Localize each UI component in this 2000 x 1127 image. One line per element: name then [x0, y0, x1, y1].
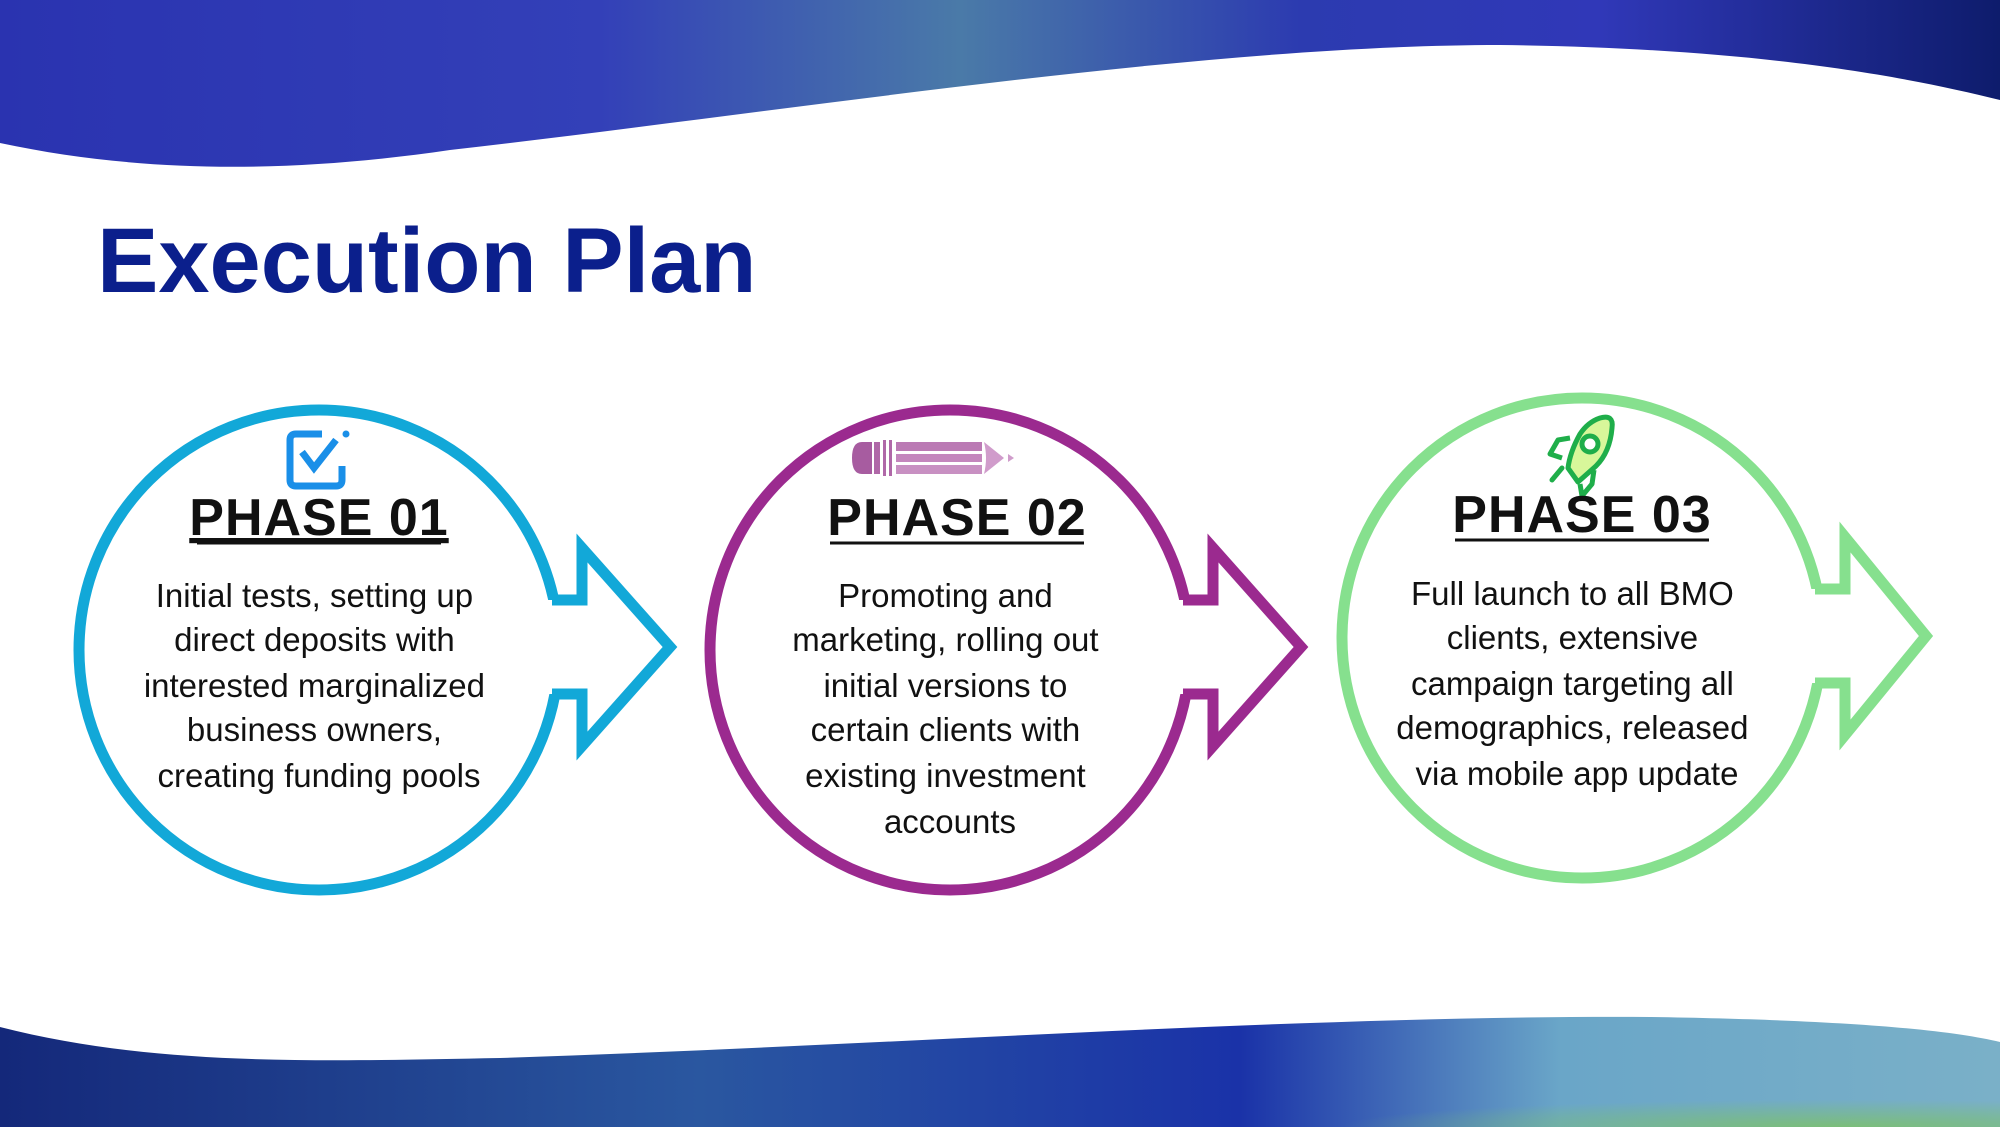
phase-description: Initial tests, setting up direct deposit… [144, 577, 494, 794]
phase-description: Full launch to all BMO clients, extensiv… [1396, 575, 1757, 792]
rocket-icon [1547, 414, 1615, 499]
arrow-right-icon [545, 533, 678, 761]
phase-heading: PHASE 01 [189, 489, 448, 547]
bottom-wave-glow [0, 1016, 2000, 1127]
checkbox-icon [286, 430, 350, 490]
page-title: Execution Plan [97, 210, 757, 312]
phase-02: PHASE 02 Promoting and marketing, rollin… [704, 404, 1309, 896]
phase-03: PHASE 03 Full launch to all BMO clients,… [1336, 392, 1934, 884]
phase-description: Promoting and marketing, rolling out ini… [792, 577, 1108, 840]
phase-01: PHASE 01 Initial tests, setting up direc… [73, 404, 678, 896]
pencil-icon [852, 440, 1014, 476]
phase-heading: PHASE 03 [1452, 486, 1711, 544]
arrow-right-icon [1176, 533, 1309, 761]
top-wave-decoration [0, 0, 2000, 167]
phase-heading: PHASE 02 [827, 489, 1086, 547]
arrow-right-icon [1808, 521, 1934, 751]
